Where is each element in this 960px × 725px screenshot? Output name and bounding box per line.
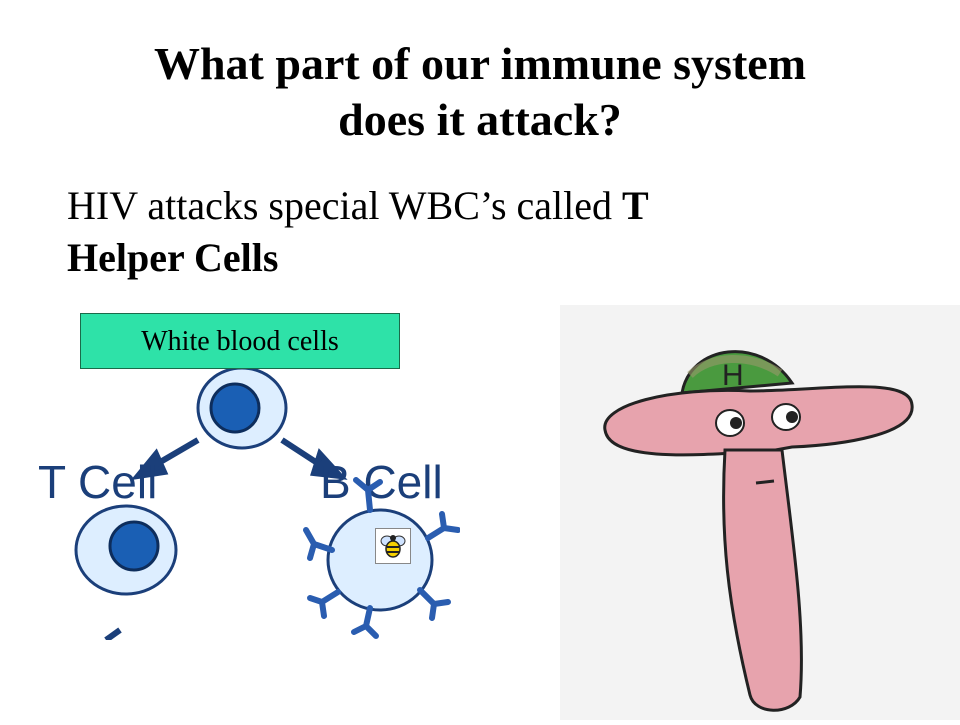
body-text: HIV attacks special WBC’s called T Helpe… [67, 180, 827, 284]
body-text-bold-t: T [622, 183, 649, 228]
arrow-right-icon [280, 437, 348, 480]
slide-title-line-1: What part of our immune system [153, 38, 807, 89]
t-cell-nucleus [108, 520, 160, 572]
slide-title-line-2: does it attack? [338, 94, 622, 145]
arrow-left-icon [130, 437, 200, 481]
t-stem [722, 448, 803, 712]
white-blood-cells-label: White blood cells [80, 313, 400, 369]
bee-icon [375, 528, 411, 564]
slide-title: What part of our immune system does it a… [0, 36, 960, 148]
t-crossbar [603, 385, 914, 457]
body-text-prefix: HIV attacks special WBC’s called [67, 183, 623, 228]
body-text-bold-helper-cells: Helper Cells [67, 235, 279, 280]
helmet-letter: H [722, 359, 744, 392]
top-cell-nucleus [209, 382, 261, 434]
eyes [715, 403, 801, 437]
t-cell-label: T Cell [38, 456, 157, 508]
cells-diagram: T Cell B Cell [38, 366, 460, 640]
t-helper-cell-drawing: H [560, 305, 960, 720]
antibodies [303, 477, 460, 639]
